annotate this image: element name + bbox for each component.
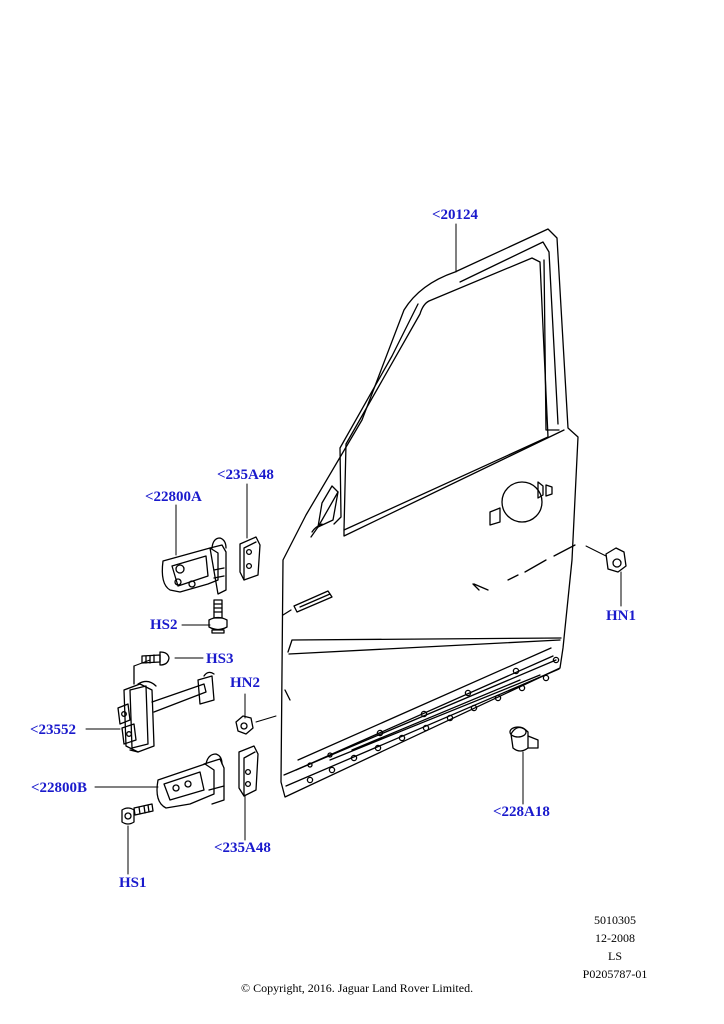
meta-line-3: LS — [607, 949, 622, 963]
callout-hn2[interactable]: HN2 — [230, 675, 260, 691]
hn1-nut — [605, 547, 627, 573]
hn2-nut — [235, 715, 254, 735]
check-strap — [117, 665, 215, 753]
bump-stop — [509, 726, 539, 752]
callout-upper-hinge[interactable]: <22800A — [145, 489, 202, 505]
upper-shim — [239, 536, 261, 581]
door-shell — [280, 228, 579, 798]
meta-line-4: P0205787-01 — [582, 967, 648, 981]
callout-door-shell[interactable]: <20124 — [432, 207, 479, 223]
callout-upper-shim[interactable]: <235A48 — [217, 467, 274, 483]
callout-bump-stop[interactable]: <228A18 — [493, 804, 550, 820]
leader-lines — [85, 223, 622, 875]
upper-hinge — [161, 537, 227, 595]
callout-lower-hinge[interactable]: <22800B — [31, 780, 88, 796]
lower-hinge — [156, 753, 225, 809]
diagram-meta: 5010305 12-2008 LS P0205787-01 — [570, 911, 660, 983]
copyright-notice: © Copyright, 2016. Jaguar Land Rover Lim… — [241, 981, 474, 995]
callout-hs2[interactable]: HS2 — [150, 617, 178, 633]
callout-hs1[interactable]: HS1 — [119, 875, 147, 891]
callout-check-strap[interactable]: <23552 — [30, 722, 77, 738]
callout-hn1[interactable]: HN1 — [606, 608, 636, 624]
hs1-screw — [121, 803, 154, 825]
hs3-screw — [141, 651, 170, 666]
callout-lower-shim[interactable]: <235A48 — [214, 840, 271, 856]
callout-hs3[interactable]: HS3 — [206, 651, 234, 667]
hs2-screw — [208, 599, 228, 634]
lower-shim — [238, 745, 259, 797]
meta-line-2: 12-2008 — [595, 931, 635, 945]
meta-line-1: 5010305 — [594, 913, 636, 927]
